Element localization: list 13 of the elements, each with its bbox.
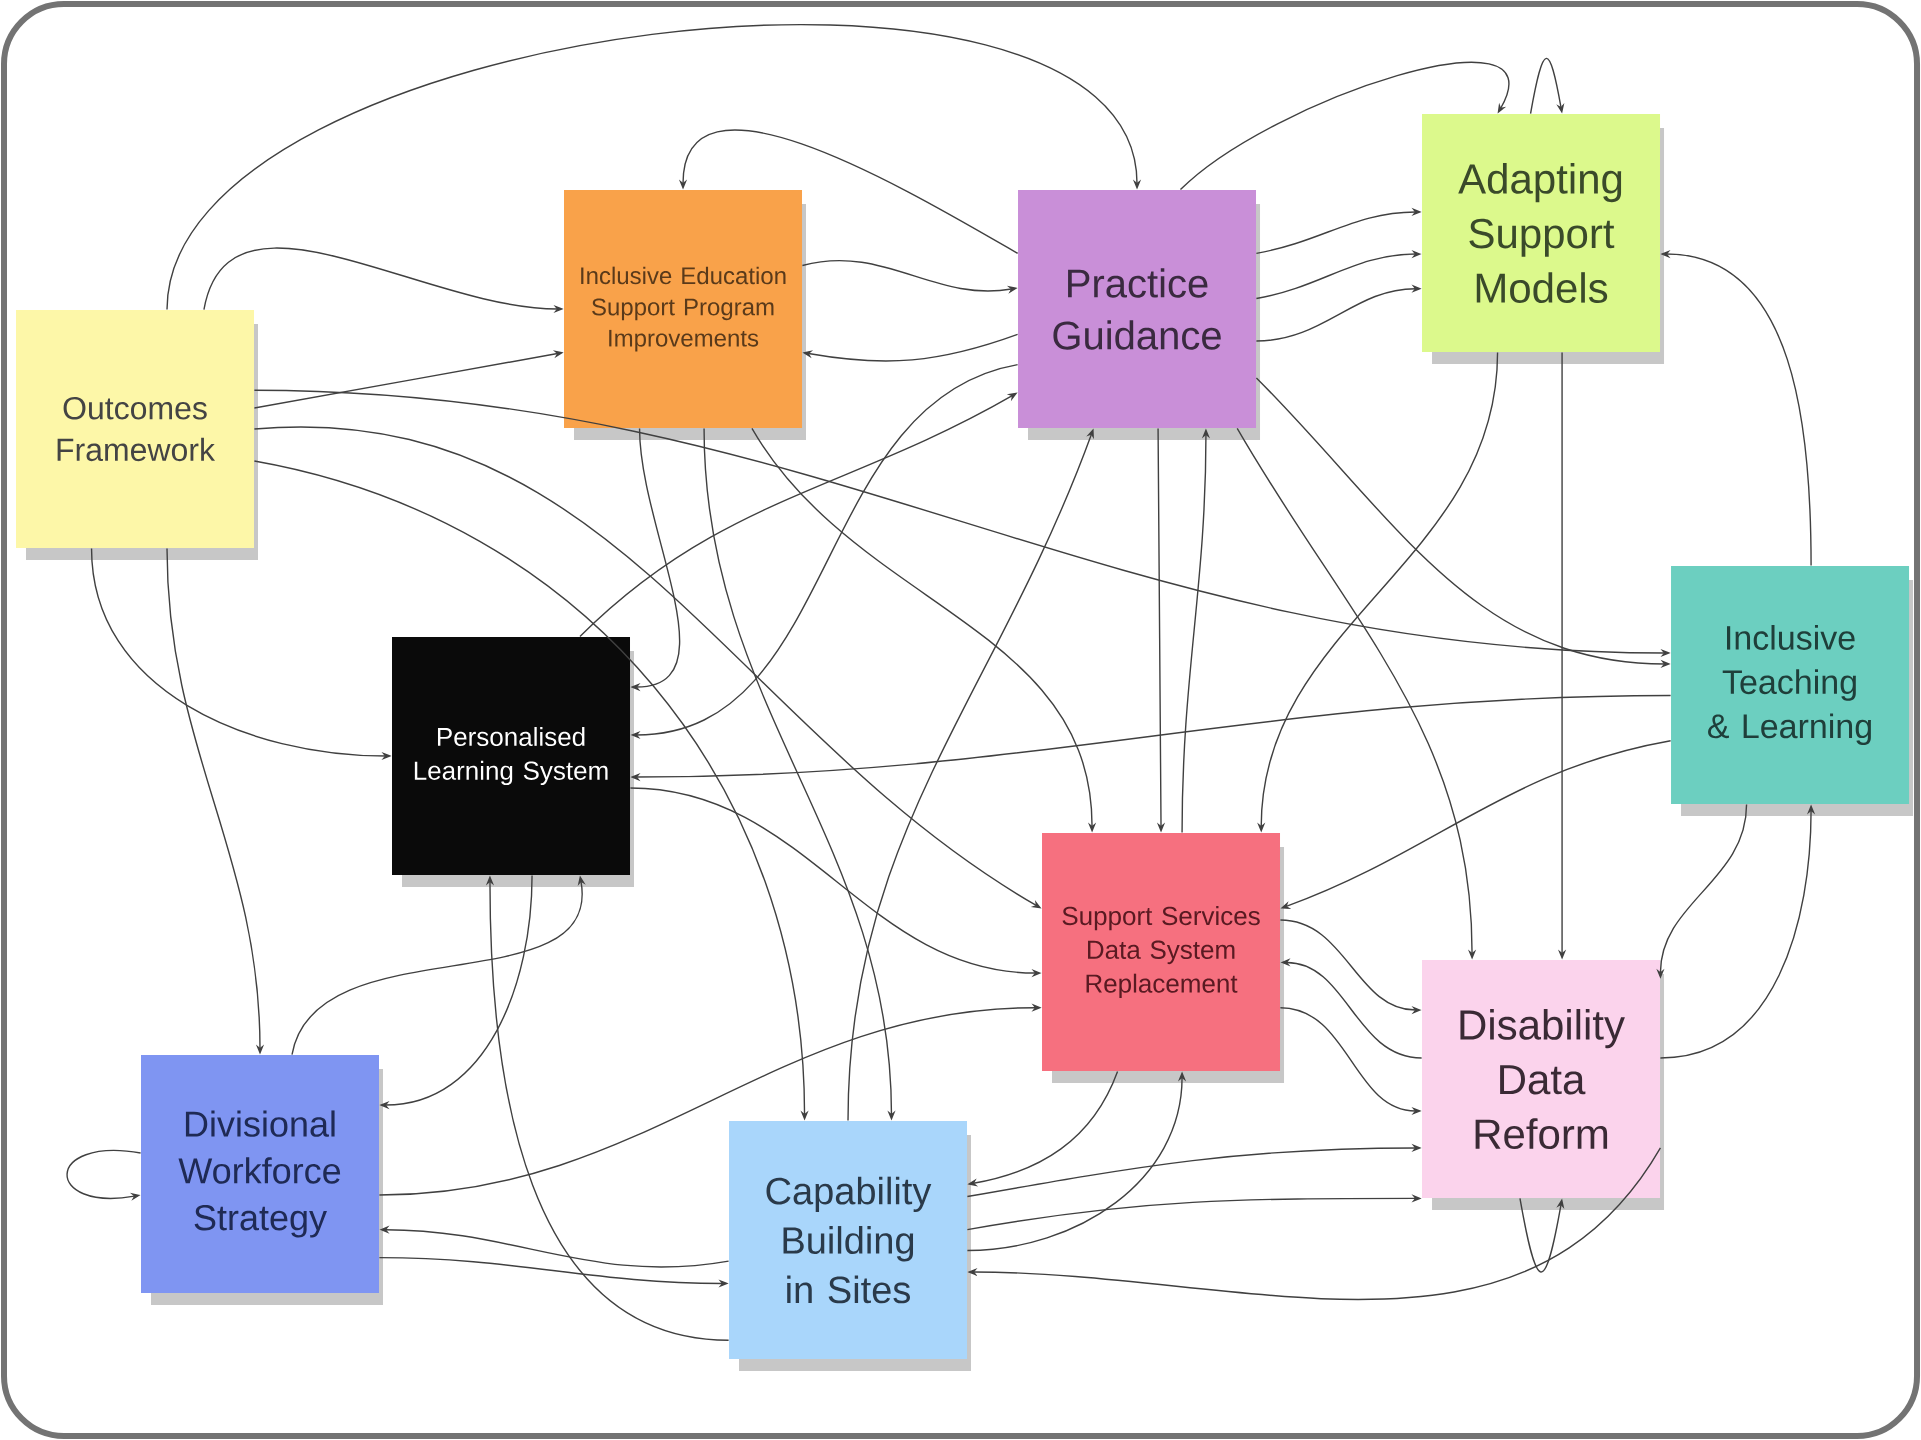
sticky-note: Personalised Learning System xyxy=(392,637,634,887)
sticky-note: Outcomes Framework xyxy=(16,310,258,560)
sticky-note: Practice Guidance xyxy=(1018,190,1260,440)
arrow xyxy=(166,24,1142,311)
sticky-note: Adapting Support Models xyxy=(1422,114,1664,364)
arrow xyxy=(1179,61,1510,191)
sticky-note: Disability Data Reform xyxy=(1422,960,1664,1210)
sticky-note: Inclusive Teaching & Learning xyxy=(1671,566,1913,816)
sticky-note: Divisional Workforce Strategy xyxy=(141,1055,383,1305)
sticky-note: Capability Building in Sites xyxy=(729,1121,971,1371)
arrow xyxy=(1529,57,1565,115)
sticky-note: Support Services Data System Replacement xyxy=(1042,833,1284,1083)
sticky-note: Inclusive Education Support Program Improvements xyxy=(564,190,806,440)
